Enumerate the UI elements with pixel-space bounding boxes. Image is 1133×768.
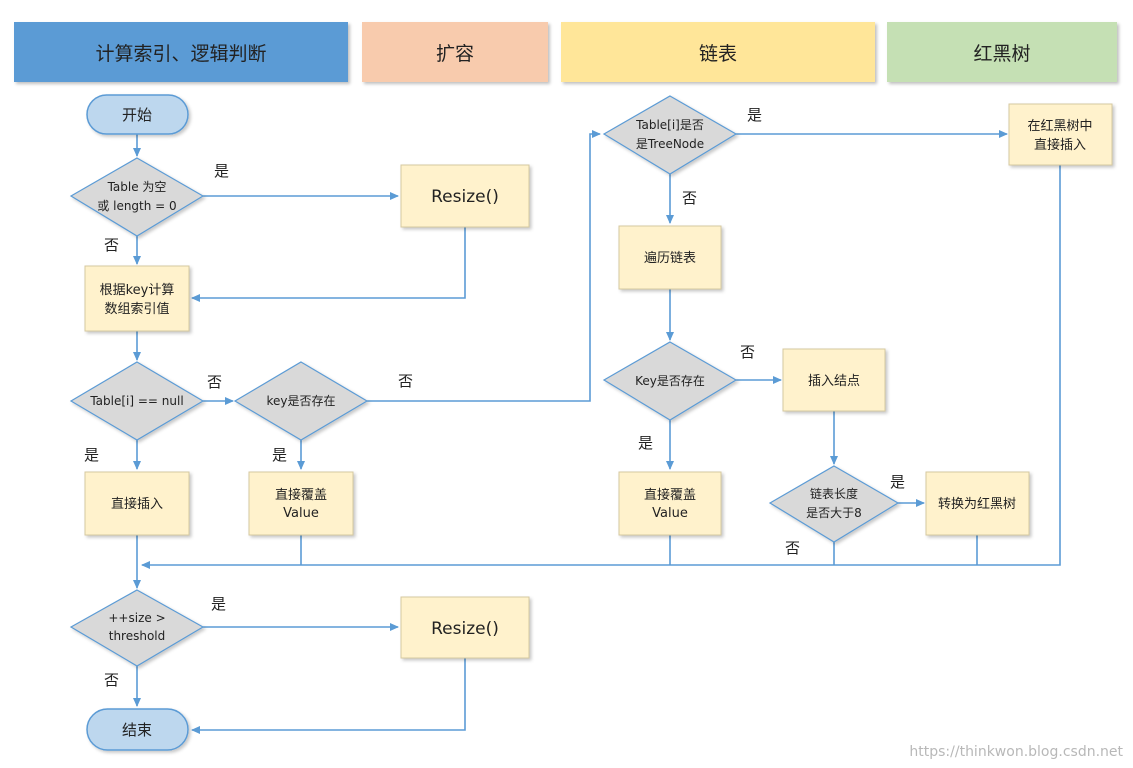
decision-is-tree-node: Table[i]是否 是TreeNode [602,95,738,175]
process-resize-1: Resize() [400,164,530,228]
label-yes-size: 是 [211,595,226,613]
label-no-keyexists2: 否 [740,343,755,361]
start-label: 开始 [122,106,152,124]
overwrite-1-line1: 直接覆盖 [275,487,327,503]
watermark: https://thinkwon.blog.csdn.net [909,744,1123,760]
key-exists-2-label: Key是否存在 [635,374,705,388]
label-no-keyexists1: 否 [398,372,413,390]
process-overwrite-2: 直接覆盖 Value [618,471,722,536]
header-logic: 计算索引、逻辑判断 [14,22,348,82]
process-traverse-list: 遍历链表 [618,225,722,290]
decision-key-exists-2: Key是否存在 [602,341,738,421]
resize-1-label: Resize() [431,187,499,207]
compute-index-line1: 根据key计算 [100,283,175,298]
header-red-black-tree: 红黑树 [887,22,1117,82]
overwrite-2-line1: 直接覆盖 [644,487,696,503]
label-yes-tablei: 是 [84,446,99,464]
list-len-line1: 链表长度 [810,486,858,501]
start-node: 开始 [86,94,189,135]
process-resize-2: Resize() [400,596,530,659]
label-no-tablei: 否 [207,373,222,391]
process-insert-direct: 直接插入 [84,471,190,536]
edge-keyexists-istreenode [367,130,601,402]
is-tree-node-line2: 是TreeNode [636,137,704,151]
decision-table-i-null: Table[i] == null [69,361,205,441]
tree-insert-line2: 直接插入 [1034,137,1086,153]
key-exists-1-label: key是否存在 [266,394,335,408]
process-to-tree: 转换为红黑树 [925,471,1030,536]
traverse-list-label: 遍历链表 [644,250,696,266]
end-node: 结束 [86,708,189,751]
compute-index-line2: 数组索引值 [104,301,169,317]
process-insert-node: 插入结点 [782,348,886,412]
label-yes-keyexists1: 是 [272,446,287,464]
end-label: 结束 [122,721,152,739]
process-compute-index: 根据key计算 数组索引值 [84,265,190,332]
insert-node-label: 插入结点 [808,374,860,389]
decision-check-empty: Table 为空 或 length = 0 [69,157,205,237]
list-len-line2: 是否大于8 [806,506,862,520]
size-threshold-line1: ++size > [108,611,165,625]
is-tree-node-line1: Table[i]是否 [635,118,704,132]
size-threshold-line2: threshold [109,629,166,643]
label-no-check: 否 [104,236,119,254]
header-resize: 扩容 [362,22,548,82]
overwrite-2-line2: Value [652,506,688,521]
check-empty-line1: Table 为空 [107,180,167,194]
label-yes-check: 是 [214,162,229,180]
label-no-size: 否 [104,671,119,689]
label-no-istreenode: 否 [682,189,697,207]
label-yes-istreenode: 是 [747,106,762,124]
edges [133,130,1061,734]
decision-size-threshold: ++size > threshold [69,589,205,667]
tree-insert-line1: 在红黑树中 [1027,118,1092,134]
overwrite-1-line2: Value [283,506,319,521]
decision-list-len: 链表长度 是否大于8 [768,465,900,543]
insert-direct-label: 直接插入 [111,496,163,512]
check-empty-line2: 或 length = 0 [97,199,176,213]
resize-2-label: Resize() [431,619,499,639]
table-i-null-label: Table[i] == null [89,394,183,408]
header-linked-list: 链表 [561,22,875,82]
edge-resize2-end [191,658,466,734]
edge-resize1-compute [191,227,466,302]
label-yes-listlen: 是 [890,473,905,491]
label-yes-keyexists2: 是 [638,434,653,452]
label-no-listlen: 否 [785,539,800,557]
process-overwrite-1: 直接覆盖 Value [248,471,354,536]
edge-labels: 是 否 否 是 否 是 是 否 否 是 是 否 是 否 [84,106,905,689]
to-tree-label: 转换为红黑树 [938,496,1016,512]
process-tree-insert: 在红黑树中 直接插入 [1008,103,1113,166]
edge-merge-line [141,165,1061,569]
decision-key-exists-1: key是否存在 [233,361,369,441]
